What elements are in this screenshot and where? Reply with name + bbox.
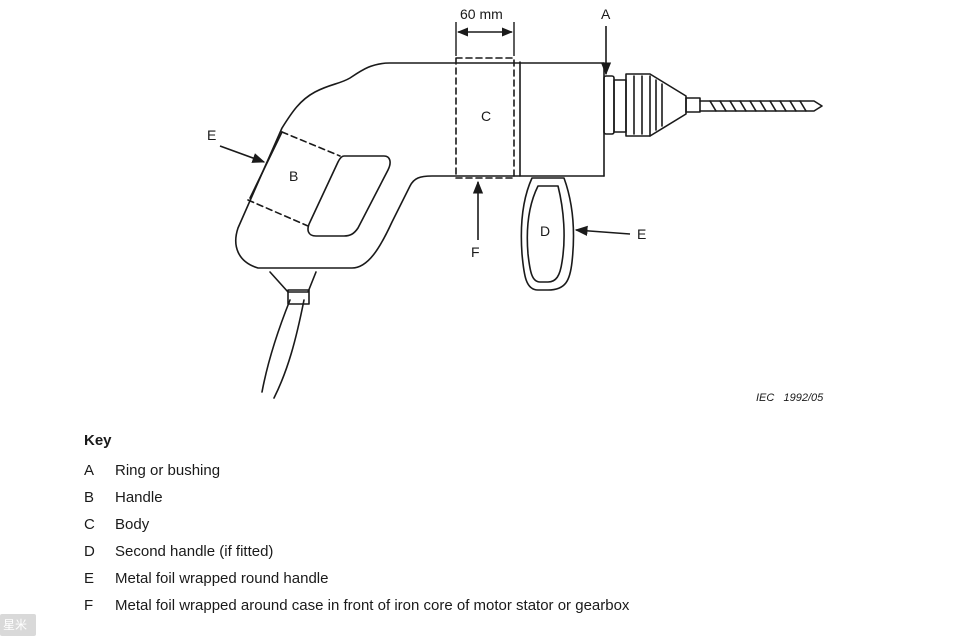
second-handle — [520, 177, 575, 291]
chuck-tip — [685, 97, 701, 113]
handle-foil-dashed — [247, 131, 341, 227]
key-letter: C — [84, 516, 95, 533]
key-text: Body — [115, 516, 150, 533]
key-text: Ring or bushing — [115, 462, 221, 479]
label-c: C — [481, 108, 491, 124]
key-letter: F — [84, 597, 94, 614]
chuck-knurl — [633, 75, 663, 137]
power-cord-inner — [273, 299, 305, 399]
grip-cutout — [307, 155, 391, 237]
cord-grommet — [287, 289, 310, 305]
key-text: Metal foil wrapped around case in front … — [115, 597, 630, 614]
arrow-e-left — [219, 145, 266, 163]
second-handle-inner — [526, 185, 565, 283]
key-letter: D — [84, 543, 95, 560]
key-text: Second handle (if fitted) — [115, 543, 274, 560]
key-item-c: C Body — [84, 511, 924, 538]
handle-foil-edge — [249, 131, 283, 199]
key-item-f: F Metal foil wrapped around case in fron… — [84, 592, 924, 619]
label-e-right: E — [637, 226, 646, 242]
key-item-b: B Handle — [84, 484, 924, 511]
body-foil-band — [455, 57, 515, 179]
key-item-a: A Ring or bushing — [84, 457, 924, 484]
key-item-e: E Metal foil wrapped round handle — [84, 565, 924, 592]
label-d: D — [540, 223, 550, 239]
label-b: B — [289, 168, 298, 184]
label-e-left: E — [207, 127, 216, 143]
power-cord — [261, 299, 291, 393]
key-text: Metal foil wrapped round handle — [115, 570, 329, 587]
key-letter: E — [84, 570, 95, 587]
arrow-e-right — [574, 225, 631, 236]
figure-credit: IEC 1992/05 — [756, 392, 824, 404]
drill-diagram: 60 mm A B C D E E F IEC 1992/05 — [207, 6, 824, 404]
drill-bit-flutes — [709, 100, 807, 112]
key-item-d: D Second handle (if fitted) — [84, 538, 924, 565]
corner-badge: 星米 — [0, 614, 36, 636]
key-letter: A — [84, 462, 95, 479]
dimension-label: 60 mm — [460, 6, 503, 22]
label-f: F — [471, 244, 480, 260]
chuck — [625, 73, 687, 137]
collar — [613, 79, 627, 133]
key-title: Key — [84, 432, 112, 449]
label-a: A — [601, 6, 611, 22]
key-text: Handle — [115, 489, 163, 506]
drill-body-outline — [234, 62, 605, 269]
ring-bushing — [603, 75, 615, 135]
key-letter: B — [84, 489, 95, 506]
key-section: Key A Ring or bushing B Handle C Body D … — [84, 432, 924, 619]
cord-strain-relief — [269, 271, 317, 293]
